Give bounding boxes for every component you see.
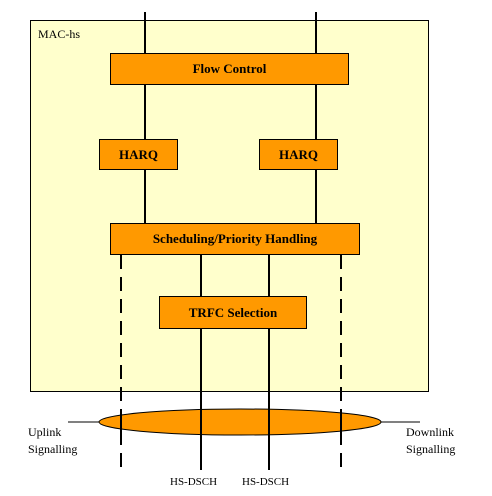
harq-block-right: HARQ — [259, 139, 338, 170]
uplink-label-line1: Uplink — [28, 425, 62, 439]
hs-dsch-label-right: HS-DSCH — [242, 476, 290, 488]
harq-block-left: HARQ — [99, 139, 178, 170]
scheduling-priority-block: Scheduling/Priority Handling — [110, 223, 360, 255]
uplink-label-line2: Signalling — [28, 442, 78, 456]
uplink-signalling-label: Uplink Signalling — [28, 424, 77, 458]
downlink-label-line2: Signalling — [406, 442, 456, 456]
flow-control-block: Flow Control — [110, 53, 349, 85]
transport-ellipse — [98, 408, 382, 436]
downlink-label-line1: Downlink — [406, 425, 454, 439]
trfc-selection-block: TRFC Selection — [159, 296, 307, 329]
downlink-signalling-label: Downlink Signalling — [406, 424, 455, 458]
hs-dsch-label-left: HS-DSCH — [170, 476, 218, 488]
mac-hs-label: MAC-hs — [38, 27, 81, 41]
